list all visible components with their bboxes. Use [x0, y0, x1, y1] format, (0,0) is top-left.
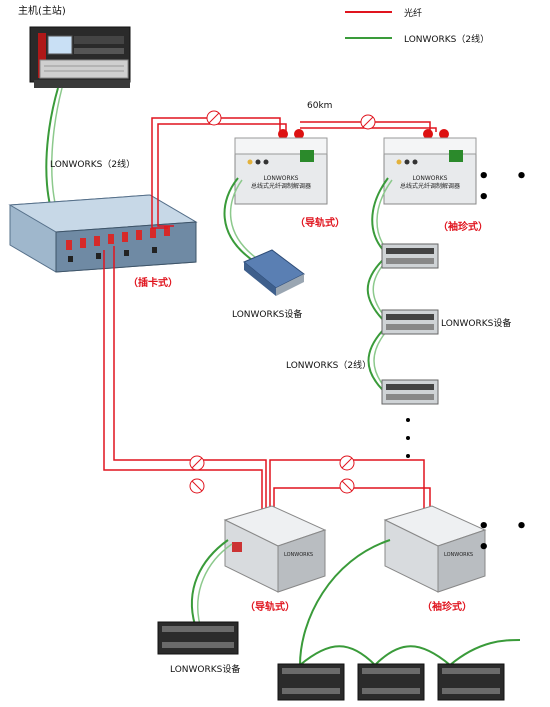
plug-card-rack [8, 194, 198, 273]
sleeve-top-label: （袖珍式） [438, 222, 488, 233]
lonworks-line-rail-top [223, 177, 256, 263]
sleeve-modem-bottom: LONWORKS [383, 505, 487, 593]
sleeve-bottom-label: （袖珍式） [422, 602, 472, 613]
lonworks-device-bottom-2 [357, 663, 425, 701]
ellipsis-bottom: • • • [478, 516, 538, 558]
host-computer [29, 26, 131, 88]
ellipsis-top: • • • [478, 166, 538, 208]
host-label: 主机(主站) [18, 6, 66, 17]
legend [345, 11, 392, 39]
lonworks-device-right-3 [381, 379, 439, 405]
lonworks-device-top-label: LONWORKS设备 [232, 310, 303, 320]
lonworks-device-bottom-left [157, 621, 239, 655]
sleeve-modem-top: LONWORKS 总线式光纤调制解调器 [383, 129, 477, 205]
legend-lonworks-label: LONWORKS（2线） [404, 35, 490, 45]
lonworks-device-right-label: LONWORKS设备 [441, 319, 512, 329]
svg-text:总线式光纤调制解调器: 总线式光纤调制解调器 [400, 182, 460, 190]
svg-text:LONWORKS: LONWORKS [444, 552, 473, 558]
rail-bottom-label: （导轨式） [245, 602, 295, 613]
fiber-coupler-icon [189, 455, 355, 494]
vertical-ellipsis [406, 418, 410, 458]
lonworks-2wire-left-label: LONWORKS（2线） [50, 160, 136, 170]
fiber-line-60km [300, 121, 431, 132]
lonworks-line-rail-bottom [190, 539, 229, 626]
svg-text:LONWORKS: LONWORKS [264, 175, 299, 182]
fiber-line-rack-bottom [103, 246, 267, 510]
lonworks-device-bottom-3 [437, 663, 505, 701]
lonworks-device-top [243, 249, 305, 296]
lonworks-device-right-2 [381, 309, 439, 335]
lonworks-chain-bottom [299, 539, 521, 666]
fiber-coupler-icon [206, 110, 222, 126]
lonworks-chain-right [366, 177, 390, 396]
svg-text:LONWORKS: LONWORKS [413, 175, 448, 182]
distance-label: 60km [307, 101, 333, 111]
plug-card-label: （插卡式） [128, 278, 178, 289]
lonworks-2wire-right-label: LONWORKS（2线） [286, 361, 372, 371]
legend-fiber-label: 光纤 [404, 9, 423, 19]
svg-text:LONWORKS: LONWORKS [284, 552, 313, 558]
svg-text:总线式光纤调制解调器: 总线式光纤调制解调器 [251, 182, 311, 190]
lonworks-device-right-1 [381, 243, 439, 269]
fiber-coupler-icon [360, 114, 376, 130]
rail-modem-bottom: LONWORKS [223, 505, 327, 593]
rail-top-label: （导轨式） [295, 218, 345, 229]
lonworks-device-bottom-1 [277, 663, 345, 701]
lonworks-device-bottom-label: LONWORKS设备 [170, 665, 241, 675]
fiber-line-rack-top [151, 117, 281, 229]
rail-modem-top: LONWORKS 总线式光纤调制解调器 [234, 129, 328, 205]
